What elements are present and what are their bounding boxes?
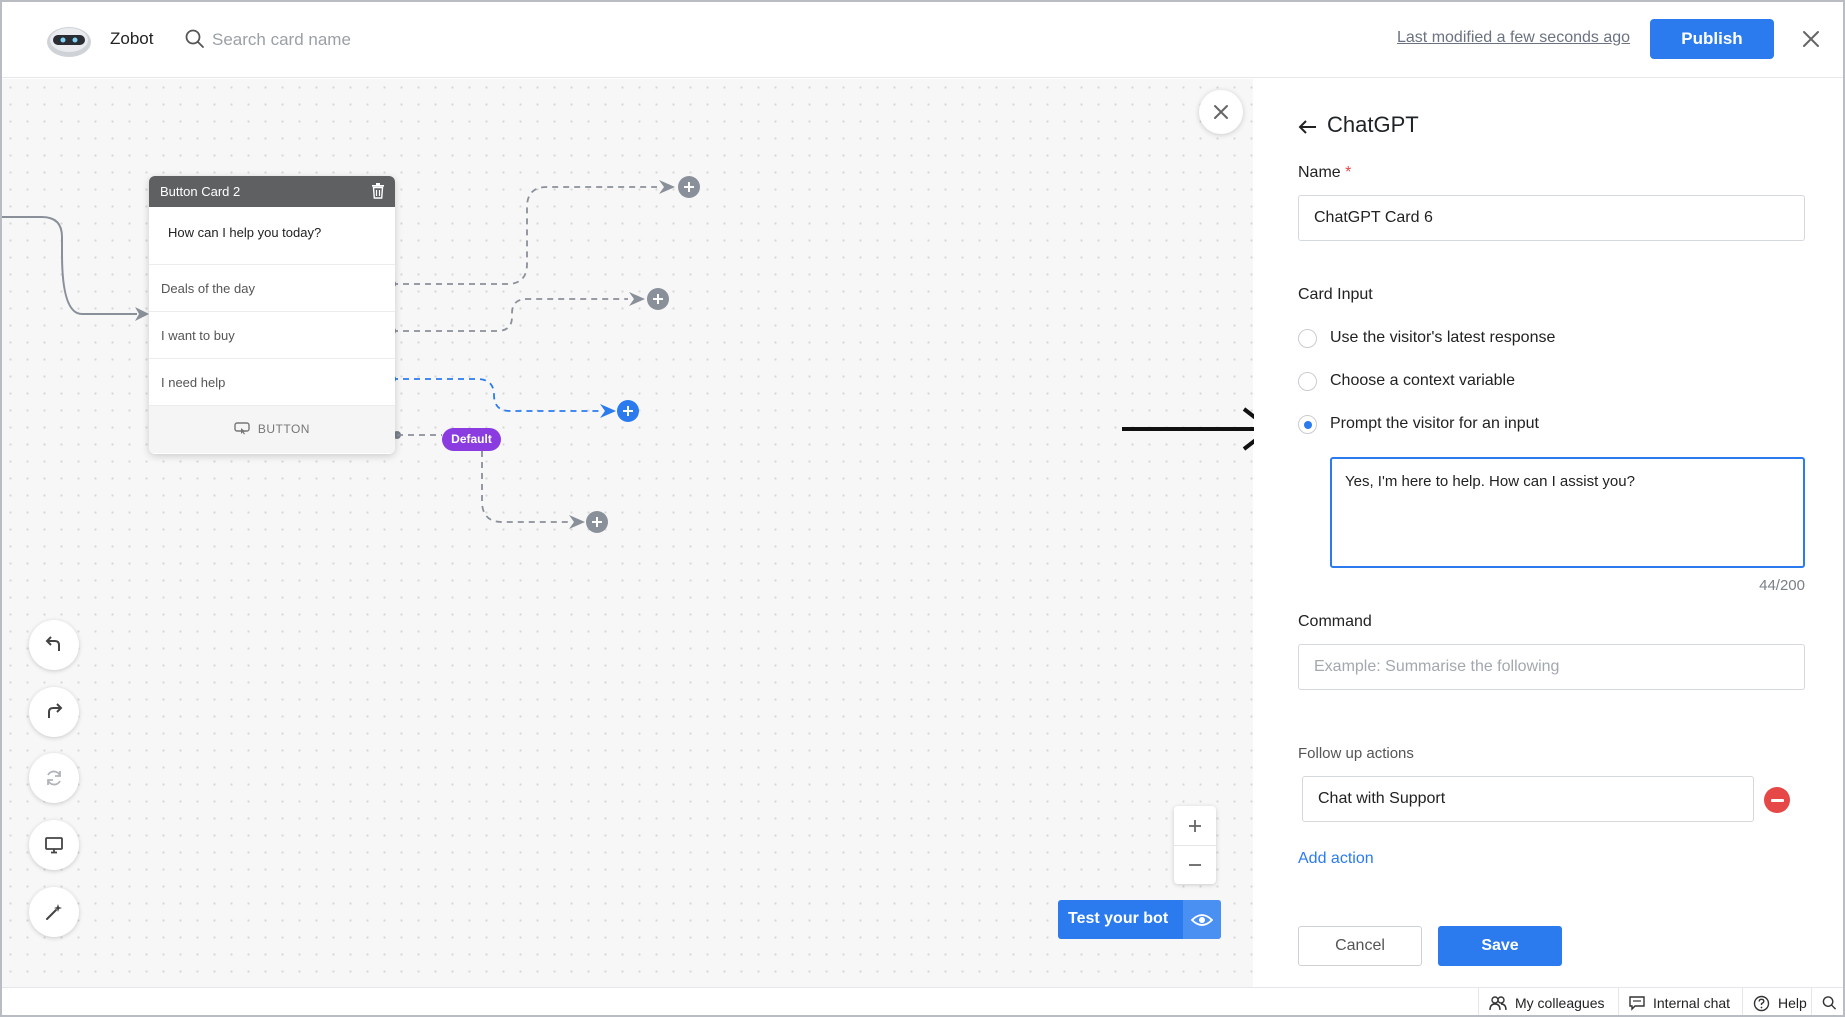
close-icon[interactable] [1798, 26, 1824, 52]
required-mark: * [1345, 164, 1352, 181]
follow-up-label: Follow up actions [1298, 745, 1414, 762]
search-icon [1822, 996, 1837, 1010]
undo-button[interactable] [29, 620, 79, 670]
my-colleagues-label: My colleagues [1515, 995, 1605, 1011]
publish-button[interactable]: Publish [1650, 19, 1774, 59]
name-field[interactable] [1298, 195, 1805, 241]
undo-icon [45, 636, 60, 651]
card-input-label: Card Input [1298, 286, 1373, 303]
chat-icon [1629, 995, 1645, 1011]
zoom-in-button[interactable] [1174, 806, 1216, 845]
radio-prompt-visitor[interactable]: Prompt the visitor for an input [1298, 412, 1539, 436]
save-button[interactable]: Save [1438, 926, 1562, 966]
incoming-arrow-icon [135, 307, 149, 321]
follow-up-action-field[interactable]: Chat with Support [1302, 776, 1754, 822]
refresh-button[interactable] [29, 753, 79, 803]
cancel-button[interactable]: Cancel [1298, 926, 1422, 966]
default-badge[interactable]: Default [442, 428, 501, 451]
flow-canvas[interactable]: Button Card 2 How can I help you today? … [2, 79, 1253, 987]
prompt-textarea[interactable]: Yes, I'm here to help. How can I assist … [1330, 457, 1805, 568]
refresh-icon [47, 770, 61, 786]
magic-wand-icon [46, 904, 62, 920]
card-title: Button Card 2 [160, 184, 241, 199]
name-label: Name * [1298, 164, 1351, 182]
search-icon [185, 29, 204, 48]
card-settings-panel: ChatGPT Name * Card Input Use the visito… [1254, 79, 1843, 987]
card-message: How can I help you today? [149, 207, 395, 265]
radio-label: Prompt the visitor for an input [1330, 415, 1539, 432]
radio-button-selected[interactable] [1298, 414, 1317, 434]
radio-button[interactable] [1298, 371, 1317, 391]
panel-title: ChatGPT [1327, 112, 1419, 137]
zoom-controls [1174, 806, 1216, 884]
radio-button[interactable] [1298, 328, 1317, 348]
button-type-icon [234, 422, 250, 435]
add-action-link[interactable]: Add action [1298, 850, 1374, 867]
close-icon [1214, 105, 1228, 119]
card-option-buy[interactable]: I want to buy [149, 312, 395, 359]
character-counter: 44/200 [1759, 577, 1805, 594]
card-footer: BUTTON [149, 406, 395, 453]
footer-search-button[interactable] [1811, 988, 1843, 1015]
annotation-arrow-icon [1122, 407, 1274, 451]
eye-icon [1191, 913, 1213, 926]
canvas-close-button[interactable] [1199, 90, 1243, 134]
incoming-connector [2, 216, 137, 315]
app-name: Zobot [110, 29, 154, 48]
top-header: Zobot Last modified a few seconds ago Pu… [2, 2, 1843, 78]
name-label-text: Name [1298, 164, 1341, 181]
remove-action-icon[interactable] [1764, 787, 1790, 813]
help-label: Help [1778, 995, 1807, 1011]
zobot-logo-icon [47, 27, 91, 57]
test-bot-button[interactable]: Test your bot [1058, 900, 1221, 939]
plus-icon [1189, 819, 1201, 832]
test-bot-label: Test your bot [1068, 910, 1169, 927]
minus-icon [1189, 864, 1201, 866]
card-footer-label: BUTTON [257, 422, 310, 436]
internal-chat-label: Internal chat [1653, 995, 1731, 1011]
button-card[interactable]: Button Card 2 How can I help you today? … [149, 176, 395, 454]
zoom-out-button[interactable] [1174, 845, 1216, 884]
my-colleagues-button[interactable]: My colleagues [1478, 988, 1618, 1015]
monitor-icon [45, 837, 63, 854]
redo-button[interactable] [29, 687, 79, 737]
colleagues-icon [1489, 996, 1507, 1011]
back-arrow-icon[interactable] [1297, 116, 1319, 138]
preview-eye-button[interactable] [1183, 900, 1221, 939]
last-modified-link[interactable]: Last modified a few seconds ago [1397, 29, 1631, 46]
trash-icon[interactable] [371, 183, 385, 199]
help-icon [1753, 995, 1770, 1011]
card-option-deals[interactable]: Deals of the day [149, 265, 395, 312]
radio-latest-response[interactable]: Use the visitor's latest response [1298, 326, 1555, 350]
radio-label: Use the visitor's latest response [1330, 329, 1556, 346]
card-header: Button Card 2 [149, 176, 395, 207]
bottom-status-bar: My colleagues Internal chat Help [2, 987, 1843, 1015]
command-input[interactable] [1298, 644, 1805, 690]
command-label: Command [1298, 613, 1372, 630]
magic-wand-button[interactable] [29, 887, 79, 937]
radio-context-variable[interactable]: Choose a context variable [1298, 369, 1515, 393]
card-option-help[interactable]: I need help [149, 359, 395, 406]
help-button[interactable]: Help [1742, 988, 1811, 1015]
redo-icon [48, 703, 63, 718]
internal-chat-button[interactable]: Internal chat [1618, 988, 1742, 1015]
search-input[interactable] [212, 24, 532, 56]
radio-label: Choose a context variable [1330, 372, 1515, 389]
preview-button[interactable] [29, 820, 79, 870]
